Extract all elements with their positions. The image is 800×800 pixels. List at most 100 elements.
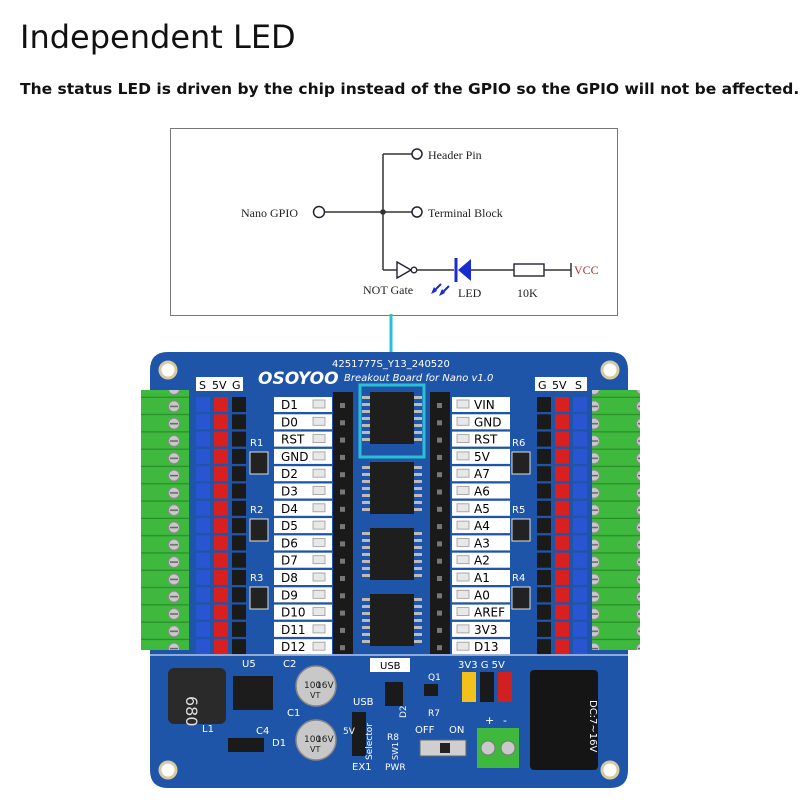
pin-header-signal[interactable] (573, 570, 587, 585)
pin-header-signal[interactable] (196, 639, 210, 655)
pin-header-gnd[interactable] (232, 466, 246, 482)
pin-header-signal[interactable] (196, 500, 210, 516)
pin-header-gnd[interactable] (232, 639, 246, 655)
pin-header-signal[interactable] (196, 570, 210, 585)
pin-header-5v[interactable] (214, 397, 228, 412)
pin-header-signal[interactable] (196, 535, 210, 551)
pin-header-signal[interactable] (573, 483, 587, 499)
pin-header-5v[interactable] (555, 397, 569, 412)
pin-header-gnd[interactable] (537, 518, 551, 534)
pin-header-5v[interactable] (555, 587, 569, 603)
pin-header-5v[interactable] (214, 604, 228, 620)
pin-header-5v[interactable] (555, 552, 569, 568)
jumper-g[interactable] (480, 672, 494, 702)
pin-header-signal[interactable] (196, 483, 210, 499)
pin-header-gnd[interactable] (232, 431, 246, 447)
pin-header-gnd[interactable] (537, 500, 551, 516)
pin-header-gnd[interactable] (232, 604, 246, 620)
pin-header-gnd[interactable] (537, 414, 551, 430)
pin-header-gnd[interactable] (537, 639, 551, 655)
pin-header-signal[interactable] (573, 500, 587, 516)
pin-header-gnd[interactable] (232, 397, 246, 412)
pin-header-5v[interactable] (555, 500, 569, 516)
pin-header-5v[interactable] (555, 414, 569, 430)
pin-header-signal[interactable] (573, 448, 587, 464)
pin-header-signal[interactable] (196, 604, 210, 620)
pin-header-5v[interactable] (214, 587, 228, 603)
pin-header-gnd[interactable] (537, 587, 551, 603)
pin-header-signal[interactable] (573, 414, 587, 430)
pin-header-signal[interactable] (573, 639, 587, 655)
pin-header-5v[interactable] (214, 518, 228, 534)
pin-header-5v[interactable] (214, 431, 228, 447)
pin-header-5v[interactable] (214, 448, 228, 464)
pin-header-signal[interactable] (573, 587, 587, 603)
pin-header-signal[interactable] (196, 414, 210, 430)
pin-header-gnd[interactable] (232, 552, 246, 568)
terminal-block-label: Terminal Block (428, 206, 503, 220)
pin-header-signal[interactable] (573, 431, 587, 447)
resistor-label: 10K (517, 286, 538, 300)
pin-header-5v[interactable] (555, 448, 569, 464)
pin-header-5v[interactable] (214, 466, 228, 482)
pin-header-5v[interactable] (214, 483, 228, 499)
pin-header-signal[interactable] (196, 587, 210, 603)
status-led (456, 486, 470, 495)
pin-header-gnd[interactable] (232, 483, 246, 499)
pin-label-left: D0 (281, 415, 298, 429)
pin-header-5v[interactable] (214, 621, 228, 637)
power-switch-knob[interactable] (440, 743, 450, 753)
pin-header-5v[interactable] (214, 570, 228, 585)
pin-header-5v[interactable] (555, 518, 569, 534)
pin-header-5v[interactable] (214, 639, 228, 655)
pin-header-5v[interactable] (555, 431, 569, 447)
pin-header-signal[interactable] (196, 466, 210, 482)
pin-header-5v[interactable] (214, 414, 228, 430)
pin-header-signal[interactable] (573, 466, 587, 482)
pin-header-gnd[interactable] (537, 552, 551, 568)
pin-header-signal[interactable] (196, 448, 210, 464)
pin-header-signal[interactable] (196, 397, 210, 412)
pin-header-5v[interactable] (214, 500, 228, 516)
status-led (456, 572, 470, 582)
pin-header-5v[interactable] (555, 535, 569, 551)
pin-header-gnd[interactable] (537, 570, 551, 585)
pin-header-gnd[interactable] (537, 483, 551, 499)
pin-header-gnd[interactable] (537, 604, 551, 620)
pin-header-gnd[interactable] (232, 500, 246, 516)
pin-header-signal[interactable] (573, 397, 587, 412)
pin-header-5v[interactable] (555, 621, 569, 637)
pin-header-signal[interactable] (573, 604, 587, 620)
jumper-3v3[interactable] (462, 672, 476, 702)
pin-header-gnd[interactable] (537, 431, 551, 447)
pin-header-gnd[interactable] (232, 587, 246, 603)
pin-header-5v[interactable] (555, 466, 569, 482)
pin-header-gnd[interactable] (537, 448, 551, 464)
pin-header-signal[interactable] (573, 621, 587, 637)
pin-header-gnd[interactable] (537, 397, 551, 412)
pin-header-5v[interactable] (214, 552, 228, 568)
pin-header-gnd[interactable] (232, 570, 246, 585)
pin-header-signal[interactable] (573, 535, 587, 551)
pin-header-5v[interactable] (555, 483, 569, 499)
pin-header-signal[interactable] (196, 621, 210, 637)
pin-header-5v[interactable] (214, 535, 228, 551)
pin-header-signal[interactable] (196, 518, 210, 534)
pin-header-5v[interactable] (555, 570, 569, 585)
pin-header-gnd[interactable] (232, 621, 246, 637)
pin-header-gnd[interactable] (232, 414, 246, 430)
pin-header-gnd[interactable] (232, 518, 246, 534)
pin-header-signal[interactable] (573, 552, 587, 568)
usb-selector-label: USB (353, 697, 374, 708)
pin-header-signal[interactable] (196, 552, 210, 568)
pin-header-5v[interactable] (555, 604, 569, 620)
pin-header-5v[interactable] (555, 639, 569, 655)
pin-header-gnd[interactable] (232, 535, 246, 551)
pin-header-signal[interactable] (196, 431, 210, 447)
pin-header-gnd[interactable] (537, 535, 551, 551)
pin-header-gnd[interactable] (537, 621, 551, 637)
pin-header-gnd[interactable] (537, 466, 551, 482)
pin-header-gnd[interactable] (232, 448, 246, 464)
jumper-5v[interactable] (498, 672, 512, 702)
pin-header-signal[interactable] (573, 518, 587, 534)
